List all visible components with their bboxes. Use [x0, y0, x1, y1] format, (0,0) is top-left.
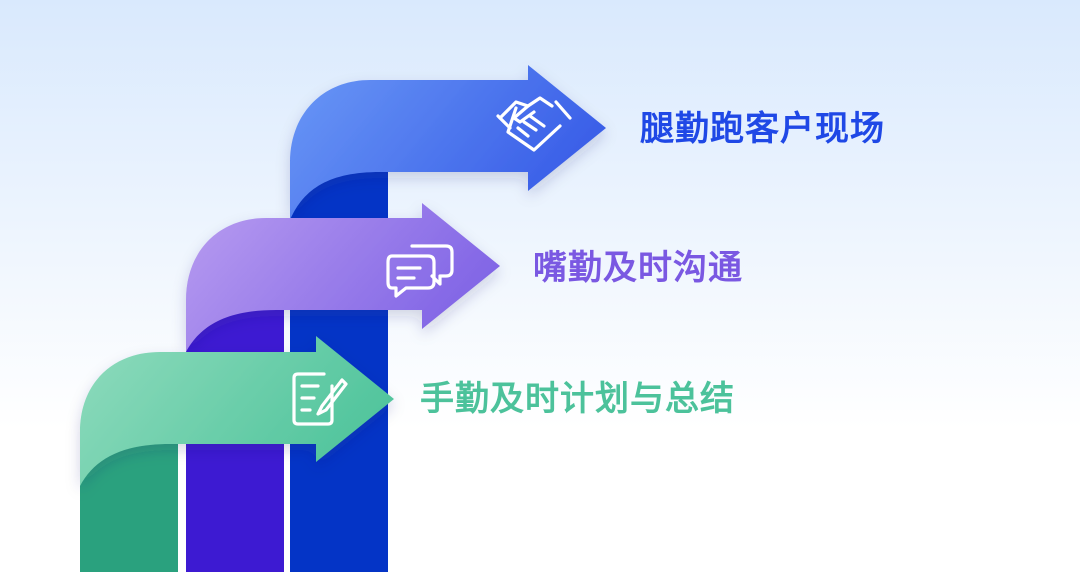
handshake-icon	[496, 96, 572, 152]
step-bottom-label: 手勤及时计划与总结	[420, 379, 735, 419]
notepad-pen-icon	[292, 372, 348, 426]
chat-bubbles-icon	[386, 244, 454, 298]
step-top-label: 腿勤跑客户现场	[640, 109, 885, 149]
step-top-arrow	[290, 65, 606, 220]
step-bottom	[80, 336, 394, 572]
step-mid-arrow	[186, 203, 500, 352]
step-mid-label: 嘴勤及时沟通	[533, 248, 743, 288]
